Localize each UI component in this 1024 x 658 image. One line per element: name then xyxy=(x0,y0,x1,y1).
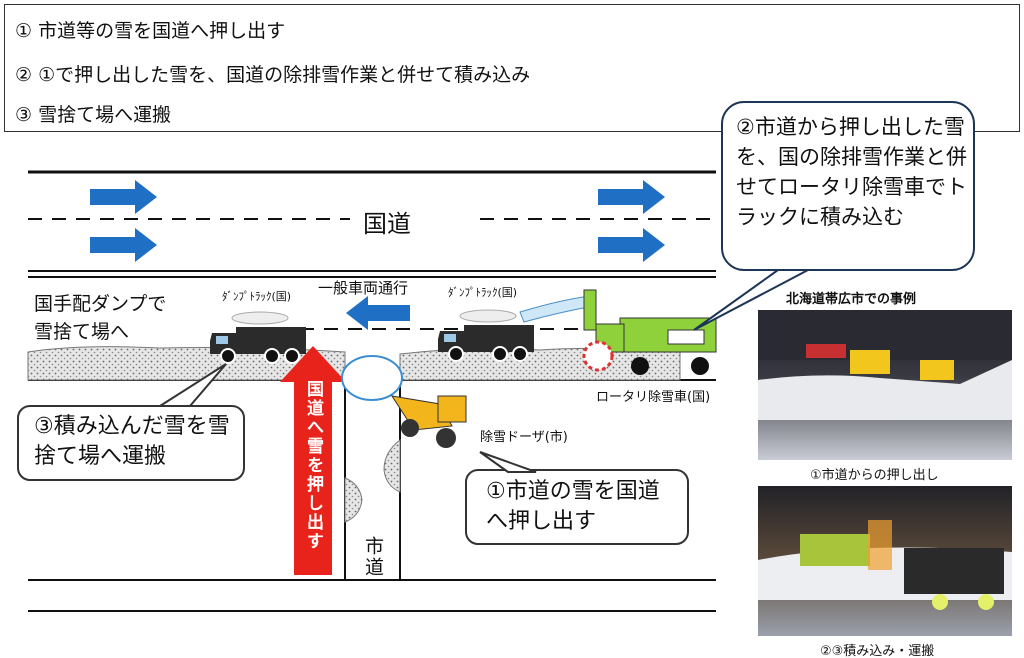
photo-1 xyxy=(758,310,1012,460)
callout-3-bubble xyxy=(17,363,245,481)
callout-2-bubble xyxy=(693,101,975,331)
steps-box: ① 市道等の雪を国道へ押し出す ② ①で押し出した雪を、国道の除排雪作業と併せて… xyxy=(4,4,1020,132)
dump-truck-right xyxy=(438,325,534,362)
step-2: ② ①で押し出した雪を、国道の除排雪作業と併せて積み込み xyxy=(15,64,531,86)
callout-1-text: ①市道の雪を国道へ押し出す xyxy=(486,479,660,534)
photo-1-caption: ①市道からの押し出し xyxy=(810,468,939,483)
photo-2-caption: ②③積み込み・運搬 xyxy=(820,644,935,658)
dump-truck-right-label: ﾀﾞﾝﾌﾟﾄﾗｯｸ(国) xyxy=(448,286,518,299)
dump-to-site-label: 国手配ダンプで 雪捨て場へ xyxy=(34,293,167,343)
step-3: ③ 雪捨て場へ運搬 xyxy=(15,104,172,126)
push-arrow xyxy=(280,346,346,575)
callout-1-bubble xyxy=(465,451,689,545)
dump-truck-left-label: ﾀﾞﾝﾌﾟﾄﾗｯｸ(国) xyxy=(222,290,292,303)
traffic-arrows xyxy=(90,180,665,330)
rotary-snowplow xyxy=(519,289,717,375)
photos-title: 北海道帯広市での事例 xyxy=(786,292,917,307)
step-1: ① 市道等の雪を国道へ押し出す xyxy=(15,20,286,42)
city-road-label: 市道 xyxy=(362,536,384,578)
dozer-label: 除雪ドーザ(市) xyxy=(480,430,568,445)
snow-dozer xyxy=(341,355,467,448)
push-arrow-label: 国道へ雪を押し出す xyxy=(303,380,323,551)
callout-2-text: ②市道から押し出した雪を、国の除排雪作業と併せてロータリ除雪車でトラックに積み込… xyxy=(736,115,967,229)
callout-3-text: ③積み込んだ雪を雪捨て場へ運搬 xyxy=(34,414,230,469)
rotary-label: ロータリ除雪車(国) xyxy=(596,390,711,405)
national-road-label: 国道 xyxy=(363,210,411,238)
general-traffic-label: 一般車両通行 xyxy=(318,279,409,297)
photo-2 xyxy=(758,486,1012,636)
dump-truck-left xyxy=(210,327,306,364)
